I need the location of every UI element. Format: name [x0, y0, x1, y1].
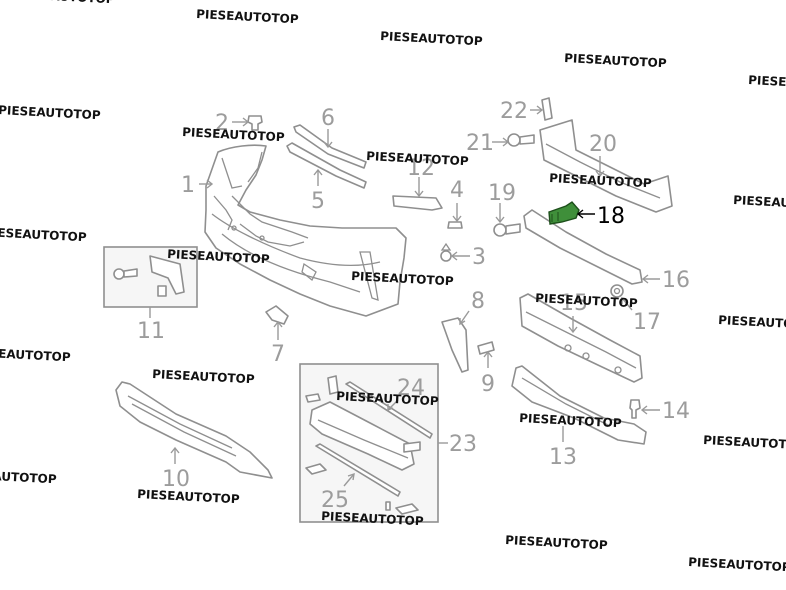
callout-11[interactable]: 11: [137, 319, 165, 344]
watermark: PIESEAUTOTOP: [351, 269, 454, 288]
watermark: PIESEAUTOTOP: [703, 433, 786, 452]
watermark: PIESEAUTOTOP: [519, 411, 622, 430]
callout-labels: 1 2 3 4 5 6 7 8 9 10 11 12 13 14 15 16 1…: [137, 99, 690, 513]
part-bracket-18[interactable]: [548, 201, 580, 225]
watermark: PIESEAUTOTOP: [196, 7, 299, 26]
watermarks: PIESEAUTOTOP PIESEAUTOTOP PIESEAUTOTOP P…: [0, 0, 786, 574]
callout-1[interactable]: 1: [181, 173, 195, 198]
part-reinforcement-16[interactable]: [523, 209, 643, 285]
callout-5[interactable]: 5: [311, 189, 325, 214]
watermark: PIESEAUTOTOP: [167, 247, 270, 266]
watermark: PIESEAUTOTOP: [0, 225, 87, 244]
watermark: PIESEAUTOTOP: [748, 73, 786, 92]
part-absorber-13[interactable]: [511, 365, 647, 445]
part-bolt-19[interactable]: [493, 223, 521, 237]
watermark: PIESEAUTOTOP: [718, 313, 786, 332]
callout-22[interactable]: 22: [500, 99, 528, 124]
kit-box-11[interactable]: [103, 246, 198, 308]
callout-8[interactable]: 8: [471, 289, 485, 314]
watermark: PIESEAUTOTOP: [733, 193, 786, 212]
part-bumper-cover[interactable]: [204, 144, 407, 317]
callout-2[interactable]: 2: [215, 111, 229, 136]
watermark: PIESEAUTOTOP: [505, 533, 608, 552]
part-molding-5[interactable]: [286, 142, 367, 189]
callout-15[interactable]: 15: [560, 291, 588, 316]
callout-14[interactable]: 14: [662, 399, 690, 424]
part-clip-14[interactable]: [629, 399, 641, 419]
callout-4[interactable]: 4: [450, 178, 464, 203]
leader-lines: [149, 105, 660, 487]
callout-17[interactable]: 17: [633, 310, 661, 335]
callout-7[interactable]: 7: [271, 342, 285, 367]
part-bolt-21[interactable]: [507, 133, 535, 147]
callout-12[interactable]: 12: [407, 156, 435, 181]
watermark: PIESEAUTOTOP: [380, 29, 483, 48]
part-nut-17[interactable]: [610, 284, 624, 298]
part-bracket-22[interactable]: [541, 97, 553, 121]
callout-19[interactable]: 19: [488, 181, 516, 206]
watermark: PIESEAUTOTOP: [564, 51, 667, 70]
callout-3[interactable]: 3: [472, 245, 486, 270]
part-lower-grille-10[interactable]: [115, 381, 273, 479]
callout-10[interactable]: 10: [162, 467, 190, 492]
part-clip-4[interactable]: [447, 221, 463, 229]
watermark: PIESEAUTOTOP: [152, 367, 255, 386]
watermark: PIESEAUTOTOP: [549, 171, 652, 190]
callout-23[interactable]: 23: [449, 432, 477, 457]
part-clip-2[interactable]: [247, 115, 263, 131]
callout-16[interactable]: 16: [662, 268, 690, 293]
part-garnish-8[interactable]: [441, 317, 469, 373]
callout-24[interactable]: 24: [397, 376, 425, 401]
watermark: PIESEAUTOTOP: [336, 389, 439, 408]
callout-9[interactable]: 9: [481, 372, 495, 397]
callout-13[interactable]: 13: [549, 445, 577, 470]
part-clip-3[interactable]: [440, 242, 452, 262]
part-bracket-7[interactable]: [265, 305, 289, 325]
callout-25[interactable]: 25: [321, 488, 349, 513]
callout-6[interactable]: 6: [321, 106, 335, 131]
watermark: PIESEAUTOTOP: [182, 125, 285, 144]
watermark: PIESEAUTOTOP: [321, 509, 424, 528]
watermark: PIESEAUTOTOP: [0, 103, 101, 122]
part-reflector-12[interactable]: [392, 195, 443, 211]
part-molding-6[interactable]: [293, 124, 367, 169]
watermark: PIESEAUTOTOP: [0, 345, 71, 364]
watermark: PIESEAUTOTOP: [535, 291, 638, 310]
callout-20[interactable]: 20: [589, 132, 617, 157]
part-bolt-9[interactable]: [477, 341, 495, 355]
watermark: PIESEAUTOTOP: [0, 467, 57, 486]
part-absorber-15[interactable]: [519, 293, 643, 383]
watermark: PIESEAUTOTOP: [12, 0, 115, 6]
callout-21[interactable]: 21: [466, 131, 494, 156]
part-strip-25[interactable]: [315, 443, 401, 497]
callout-18[interactable]: 18: [597, 204, 625, 229]
watermark: PIESEAUTOTOP: [366, 149, 469, 168]
watermark: PIESEAUTOTOP: [688, 555, 786, 574]
kit-box-23[interactable]: [299, 363, 439, 523]
watermark: PIESEAUTOTOP: [137, 487, 240, 506]
